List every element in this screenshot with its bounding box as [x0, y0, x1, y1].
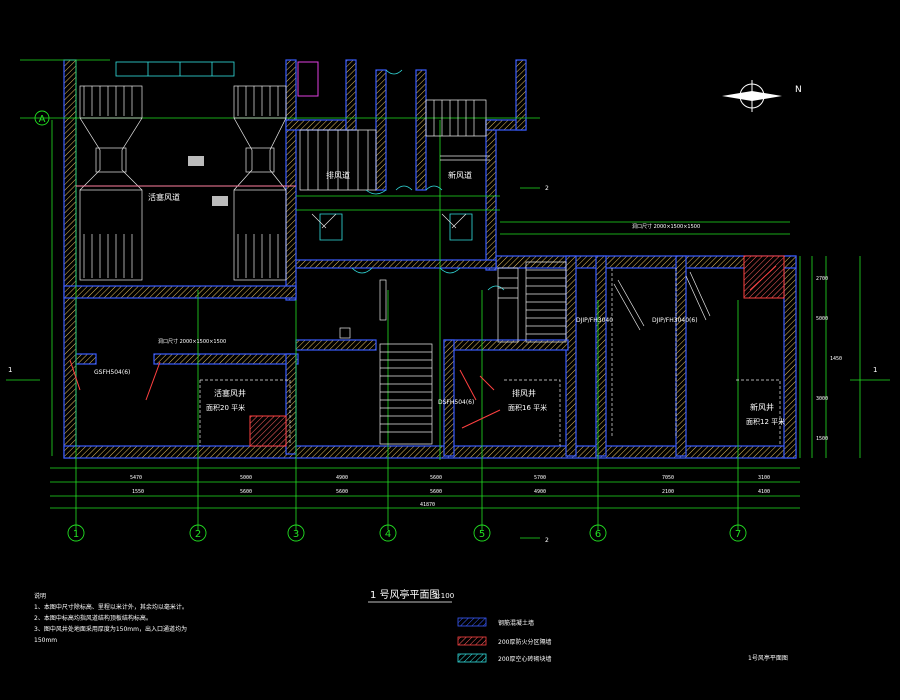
dimension-row-2: 1550 5600 5600 5600 4900 2100 4100	[132, 489, 770, 495]
legend-item-1: 钢筋混凝土墙	[498, 619, 534, 627]
svg-text:3100: 3100	[758, 475, 770, 481]
north-arrow-icon	[722, 80, 782, 112]
notes-item-1: 1、本图中尺寸除标高、里程以米计外，其余均以毫米计。	[34, 603, 188, 611]
grid-lines	[6, 59, 890, 539]
dimension-total: 41870	[420, 502, 435, 508]
grid-axis-6: 6	[589, 524, 607, 542]
room-intake-duct: 新风道	[448, 170, 472, 180]
section-mark-bottom: 2	[545, 537, 549, 544]
legend-item-2: 200厚防火分区隔墙	[498, 638, 551, 646]
grid-axis-bubbles: 1 2 3 4 5 6 7	[67, 524, 747, 542]
grid-axis-7: 7	[729, 524, 747, 542]
svg-text:4100: 4100	[758, 489, 770, 495]
svg-text:2: 2	[195, 529, 201, 540]
drawing-title: 1 号风亭平面图	[370, 588, 440, 601]
legend-swatch-fire-wall	[457, 636, 487, 646]
svg-text:6: 6	[595, 529, 601, 540]
room-exhaust-shaft-area: 面积16 平米	[508, 403, 547, 412]
axis-a-label: A	[39, 114, 46, 125]
section-mark-left: 1	[8, 366, 12, 374]
damper-mid-label: DSFH504(6)	[438, 399, 474, 406]
damper-right2-label: DJIP/FH3040(6)	[652, 317, 698, 324]
legend-swatch-block-wall	[457, 653, 487, 663]
grid-axis-5: 5	[473, 524, 491, 542]
svg-text:5470: 5470	[130, 475, 142, 481]
svg-text:1500: 1500	[816, 436, 828, 442]
svg-text:5600: 5600	[430, 489, 442, 495]
svg-text:2100: 2100	[662, 489, 674, 495]
section-mark-right: 1	[873, 366, 877, 374]
svg-text:7: 7	[735, 529, 741, 540]
dimension-right: 2700 5000 1450 3000 1500	[816, 276, 842, 442]
section-mark-top: 2	[545, 185, 549, 192]
opening-right-label: 洞口尺寸 2000×1500×1500	[632, 223, 700, 230]
svg-text:5: 5	[479, 529, 485, 540]
notes-item-3: 3、图中风井处地面采用厚度为150mm，出入口通道均为	[34, 625, 187, 633]
svg-text:1550: 1550	[132, 489, 144, 495]
svg-text:1450: 1450	[830, 356, 842, 362]
svg-text:3000: 3000	[816, 396, 828, 402]
damper-right1-label: DJIP/FH3040	[576, 317, 613, 324]
svg-text:2700: 2700	[816, 276, 828, 282]
grid-axis-4: 4	[379, 524, 397, 542]
room-fan-room: 活塞风道	[148, 192, 180, 202]
svg-text:5600: 5600	[336, 489, 348, 495]
drawing-scale: 1:100	[434, 592, 454, 600]
svg-text:5600: 5600	[430, 475, 442, 481]
room-exhaust-shaft: 排风井	[512, 388, 536, 398]
damper-left-label: GSFH504(6)	[94, 369, 130, 376]
room-piston-shaft-area: 面积20 平米	[206, 403, 245, 412]
north-label: N	[795, 85, 802, 95]
notes-item-2: 2、本图中标高均指风道结构顶板结构标高。	[34, 614, 152, 622]
svg-text:3: 3	[293, 529, 299, 540]
svg-text:5000: 5000	[240, 475, 252, 481]
middle-equipment	[297, 61, 567, 446]
svg-text:4900: 4900	[534, 489, 546, 495]
axis-a-bubble	[34, 110, 50, 126]
legend-swatch-concrete	[457, 617, 487, 627]
svg-text:4: 4	[385, 529, 391, 540]
svg-text:4900: 4900	[336, 475, 348, 481]
fan-room-equipment	[69, 61, 296, 447]
right-equipment	[611, 255, 785, 446]
grid-axis-3: 3	[287, 524, 305, 542]
grid-axis-2: 2	[189, 524, 207, 542]
notes-heading: 说明	[34, 592, 46, 600]
svg-text:5600: 5600	[240, 489, 252, 495]
room-intake-shaft: 新风井	[750, 402, 774, 412]
svg-text:7050: 7050	[662, 475, 674, 481]
walls	[63, 59, 797, 459]
dimension-row-1: 5470 5000 4900 5600 5700 7050 3100	[130, 475, 770, 481]
room-exhaust-duct: 排风道	[326, 170, 350, 180]
grid-axis-1: 1	[67, 524, 85, 542]
svg-text:5700: 5700	[534, 475, 546, 481]
notes-tail: 150mm	[34, 637, 57, 644]
svg-text:5000: 5000	[816, 316, 828, 322]
room-intake-shaft-area: 面积12 平米	[746, 417, 785, 426]
sheet-title: 1号风亭平面图	[748, 654, 788, 662]
svg-text:1: 1	[73, 529, 79, 540]
legend-item-3: 200厚空心砖砌块墙	[498, 655, 551, 663]
opening-left-label: 洞口尺寸 2000×1500×1500	[158, 338, 226, 345]
room-piston-shaft: 活塞风井	[214, 388, 246, 398]
